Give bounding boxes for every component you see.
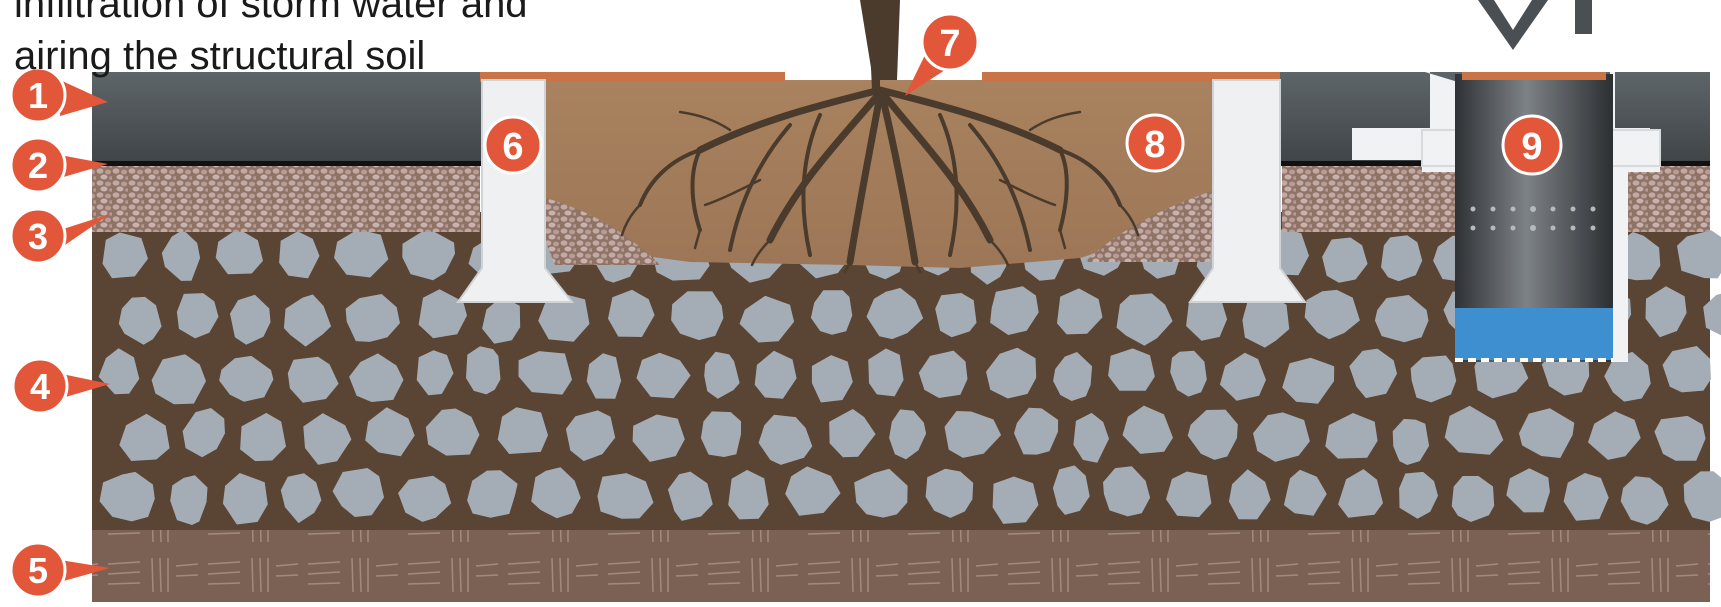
asphalt-layer-left bbox=[92, 72, 482, 164]
marker-4-label: 4 bbox=[30, 366, 50, 407]
marker-9-label: 9 bbox=[1521, 126, 1542, 168]
stone bbox=[1381, 235, 1422, 281]
drain-water bbox=[1455, 308, 1613, 360]
marker-6-label: 6 bbox=[502, 126, 523, 168]
drain-pipe-rim bbox=[1462, 72, 1606, 80]
arrow-down-icon bbox=[1478, 0, 1592, 50]
gravel-layer bbox=[92, 165, 480, 232]
stone bbox=[1452, 476, 1495, 522]
stone bbox=[1108, 348, 1155, 390]
stone bbox=[701, 411, 741, 457]
subsoil-layer bbox=[92, 528, 1710, 602]
caption-line-2: airing the structural soil bbox=[14, 30, 654, 82]
caption-line-1: infiltration of storm water and bbox=[14, 0, 654, 30]
marker-9: 9 bbox=[1503, 116, 1561, 174]
marker-3-label: 3 bbox=[28, 216, 48, 257]
membrane-line-left bbox=[92, 161, 482, 166]
marker-7-label: 7 bbox=[939, 23, 960, 65]
marker-8-label: 8 bbox=[1144, 124, 1165, 166]
marker-8: 8 bbox=[1127, 115, 1183, 171]
marker-2-label: 2 bbox=[28, 145, 48, 186]
marker-5-label: 5 bbox=[28, 550, 48, 591]
diagram-caption: infiltration of storm water and airing t… bbox=[14, 0, 654, 82]
marker-6: 6 bbox=[485, 117, 541, 173]
